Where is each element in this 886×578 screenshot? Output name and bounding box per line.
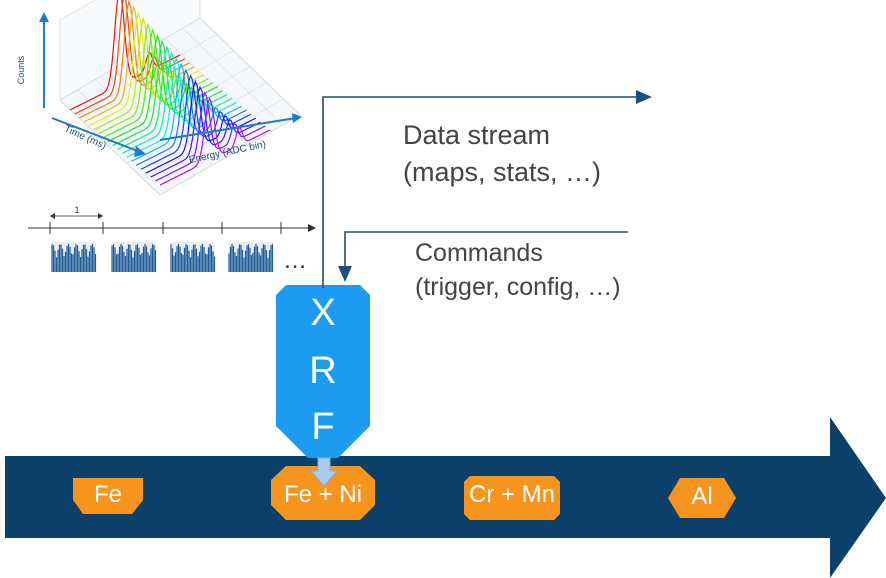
timeline: 1 … xyxy=(28,205,316,274)
spectrum-3d-plot: Counts Time (ms) Energy (ADC bin) xyxy=(16,0,302,196)
xrf-beam-arrow xyxy=(309,457,339,487)
data-stream-arrowhead xyxy=(636,90,652,104)
timeline-period-label: 1 xyxy=(74,205,79,215)
data-stream-sublabel: (maps, stats, …) xyxy=(403,157,602,187)
element-label-al: Al xyxy=(691,483,713,510)
commands-arrowhead xyxy=(338,266,352,282)
plot-ylabel: Counts xyxy=(16,55,26,84)
data-stream-label: Data stream xyxy=(403,120,551,150)
element-tag-al-shape xyxy=(668,478,736,518)
conveyor-arrow xyxy=(5,417,886,578)
element-label-fe: Fe xyxy=(93,481,122,508)
element-tag-fe-ni-shape xyxy=(271,466,375,520)
commands-sublabel: (trigger, config, …) xyxy=(415,273,621,301)
xrf-head xyxy=(276,285,370,458)
commands-arrow-line xyxy=(344,231,628,268)
commands-label: Commands xyxy=(415,239,543,267)
element-tag-fe-shape xyxy=(73,478,143,514)
element-label-cr-mn: Cr + Mn xyxy=(468,481,555,508)
xrf-letter-x: X xyxy=(310,292,336,334)
timeline-ellipsis: … xyxy=(283,247,307,274)
element-tag-cr-mn-shape xyxy=(464,476,560,520)
xrf-letter-r: R xyxy=(309,350,337,392)
data-stream-arrow-line xyxy=(322,96,636,288)
element-label-fe-ni: Fe + Ni xyxy=(283,481,363,508)
xrf-letter-f: F xyxy=(311,406,335,448)
